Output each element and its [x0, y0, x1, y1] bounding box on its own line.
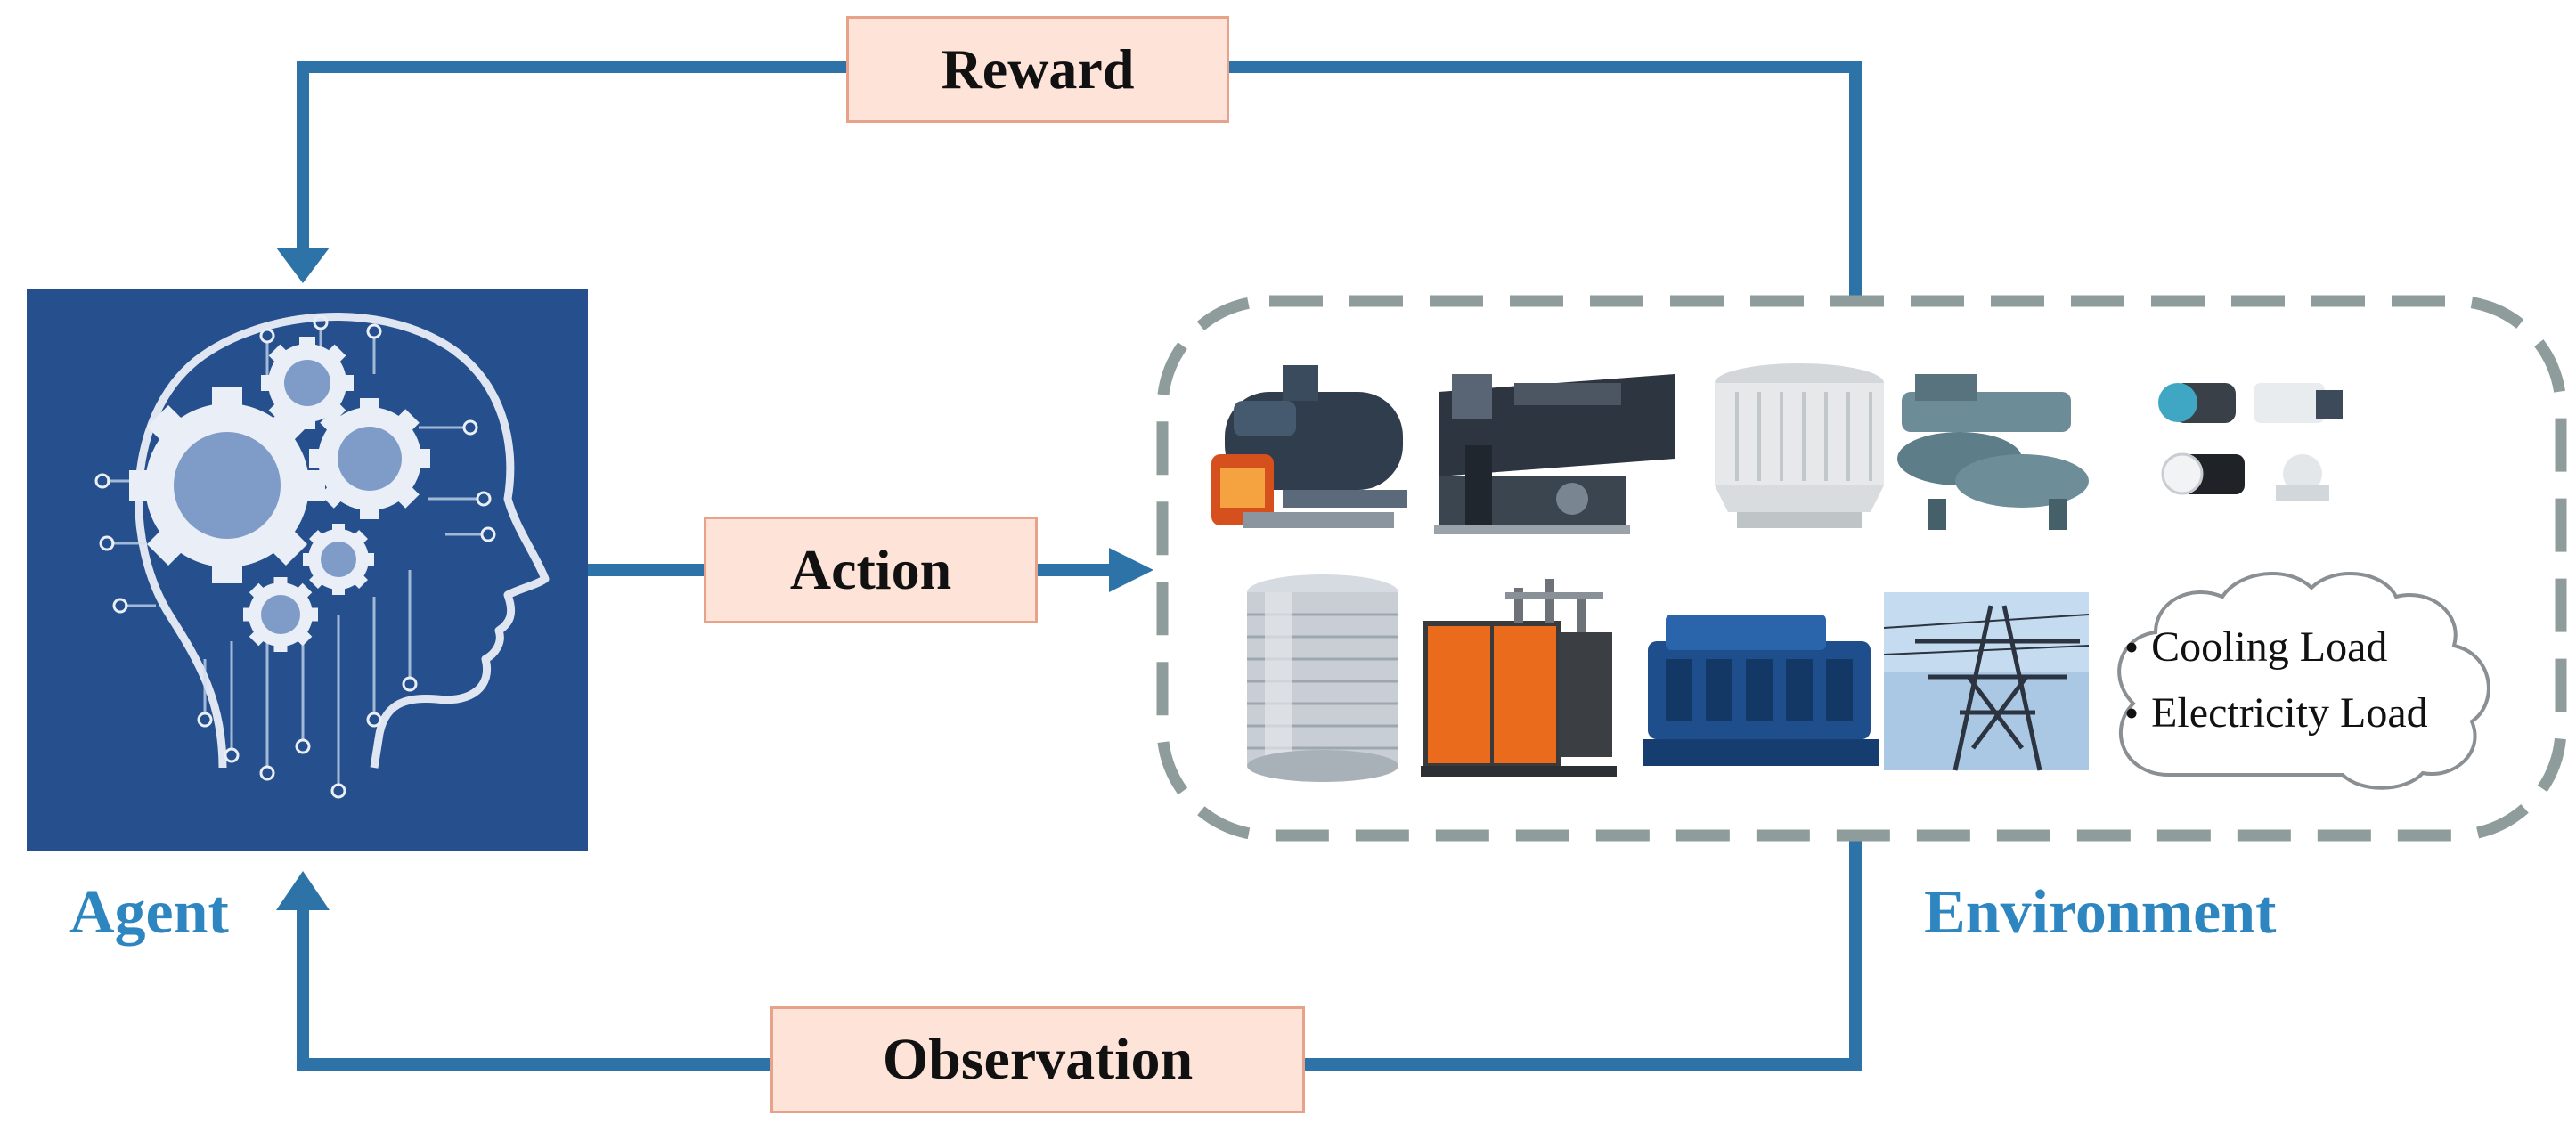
cooling-tower-icon: [1715, 363, 1884, 528]
electric-boiler-icon: [1421, 579, 1617, 777]
right-gear: [309, 398, 430, 519]
absorption-chiller-icon: [1434, 374, 1675, 534]
action-label: Action: [704, 517, 1038, 623]
circuit-traces: [107, 330, 481, 784]
bottom-gear: [243, 577, 318, 652]
load-item-electricity: Electricity Load: [2124, 680, 2428, 746]
upper-gear: [261, 337, 354, 429]
reward-arrowhead: [276, 248, 330, 283]
load-list: Cooling Load Electricity Load: [2124, 615, 2428, 746]
action-arrowhead: [1109, 548, 1153, 592]
agent-caption: Agent: [69, 878, 229, 947]
pumps-icon: [2158, 383, 2343, 501]
gears: [129, 337, 430, 652]
water-tank-icon: [1247, 574, 1398, 782]
large-gear: [129, 387, 325, 583]
power-tower-icon: [1883, 592, 2090, 771]
load-item-cooling: Cooling Load: [2124, 615, 2428, 680]
reward-label: Reward: [846, 16, 1229, 123]
electric-chiller-icon: [1897, 374, 2089, 530]
observation-label: Observation: [770, 1006, 1305, 1113]
environment-caption: Environment: [1924, 878, 2277, 947]
head-outline: [135, 313, 550, 769]
observation-arrowhead: [276, 871, 330, 910]
environment-container: [1156, 295, 2567, 842]
arrowheads: [276, 248, 1153, 910]
gas-engine-generator-icon: [1643, 615, 1879, 766]
small-gear: [303, 524, 374, 595]
agent-head-icon: [27, 289, 588, 851]
boiler-icon: [1211, 365, 1407, 528]
